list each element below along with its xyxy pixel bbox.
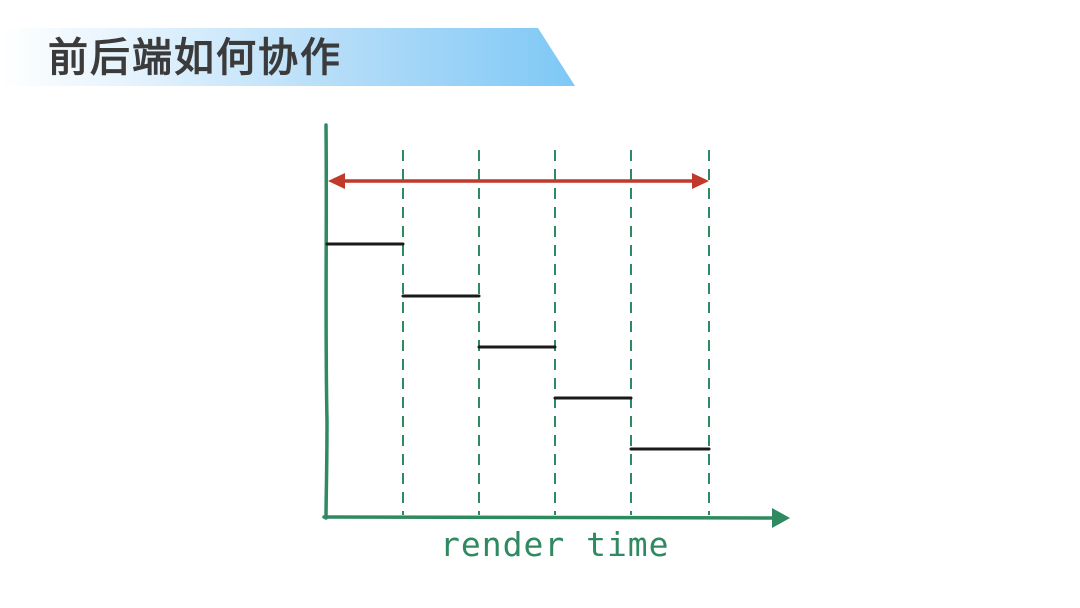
- gridlines: [402, 150, 710, 515]
- x-axis-label: render time: [440, 525, 670, 564]
- x-axis: [322, 515, 782, 520]
- x-axis-arrowhead: [772, 508, 790, 528]
- range-arrow: [328, 173, 709, 189]
- title-banner: [0, 28, 575, 86]
- render-segments: [325, 242, 711, 451]
- range-arrow-right-head: [692, 173, 709, 189]
- page-title: 前后端如何协作: [48, 35, 342, 81]
- range-arrow-left-head: [328, 173, 345, 189]
- y-axis: [324, 123, 329, 520]
